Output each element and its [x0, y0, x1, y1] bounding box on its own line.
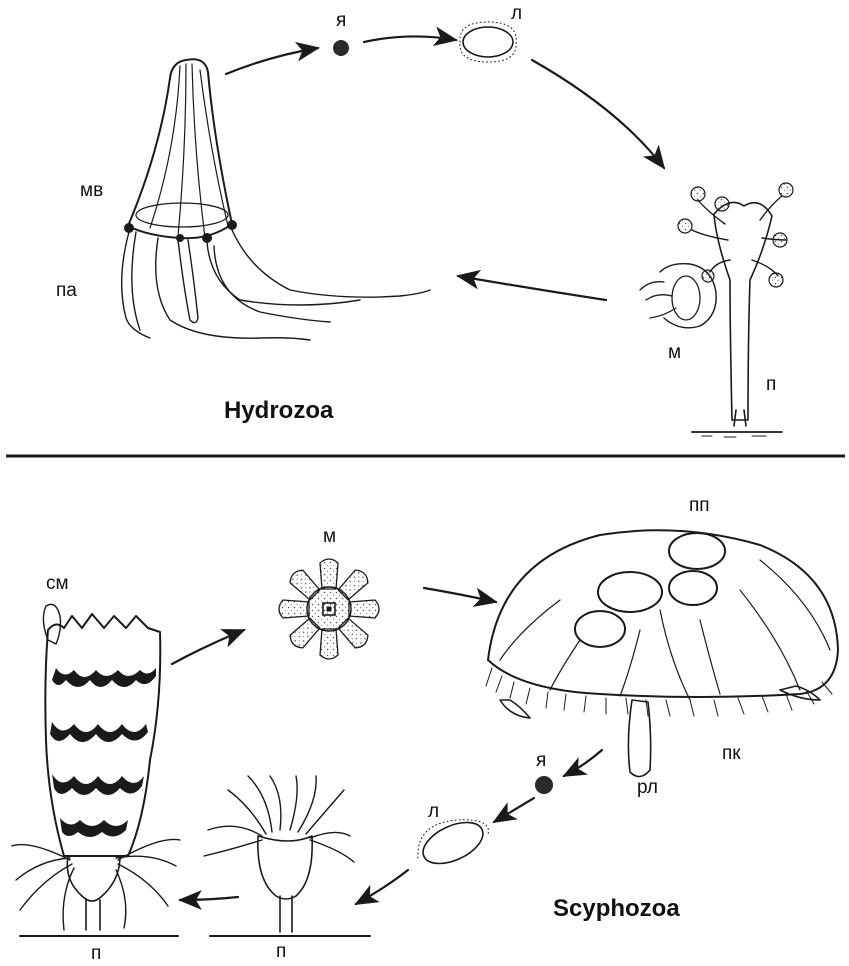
scyphozoa-larva	[417, 814, 489, 872]
hydrozoa-label-larva: л	[511, 4, 522, 23]
arrow-larva-to-polyp	[356, 870, 408, 904]
hydrozoa-section	[122, 22, 793, 437]
scyphozoa-label-rl: рл	[637, 778, 658, 797]
hydrozoa-label-medusa-bud: м	[668, 343, 681, 362]
strobila-drawing	[12, 604, 180, 936]
scyphozoa-label-larva: л	[428, 802, 439, 821]
ephyra-drawing	[279, 559, 379, 659]
hydromedusa-drawing	[122, 59, 430, 340]
arrow-egg-to-larva	[364, 36, 456, 42]
arrow-medusa-to-egg	[226, 48, 318, 74]
arrow-polyp-to-strobila	[180, 897, 238, 900]
scyphozoa-label-sm: см	[46, 574, 69, 593]
arrow-medusa-to-egg	[564, 750, 602, 776]
scyphozoa-section	[12, 530, 838, 936]
scyphozoa-label-egg: я	[536, 751, 546, 770]
hydrozoa-egg	[333, 40, 349, 56]
scyphistoma-drawing	[204, 776, 370, 936]
scyphozoa-label-polyp-left: п	[91, 944, 101, 963]
scyphozoa-label-ephyra: м	[323, 527, 336, 546]
scyphozoa-label-pp: пп	[689, 496, 710, 515]
arrow-larva-to-polyp	[532, 60, 664, 168]
arrow-ephyra-to-medusa	[424, 588, 496, 602]
scyphozoa-title: Scyphozoa	[553, 897, 680, 921]
scyphozoa-egg	[535, 776, 553, 794]
hydrozoa-title: Hydrozoa	[224, 399, 333, 423]
scyphozoa-label-pk: пк	[722, 744, 741, 763]
scyphozoa-label-polyp-right: п	[276, 942, 286, 961]
arrow-egg-to-larva	[494, 798, 534, 822]
hydroid-polyp-drawing	[640, 183, 793, 437]
hydrozoa-label-polyp: п	[766, 375, 776, 394]
arrow-strobila-to-ephyra	[172, 630, 244, 664]
hydrozoa-label-mv: мв	[80, 181, 103, 200]
scyphomedusa-drawing	[486, 530, 838, 776]
hydrozoa-label-egg: я	[336, 11, 346, 30]
hydrozoa-label-pa: па	[56, 281, 77, 300]
arrow-polyp-to-medusa	[458, 276, 606, 300]
hydrozoa-larva	[460, 22, 516, 62]
